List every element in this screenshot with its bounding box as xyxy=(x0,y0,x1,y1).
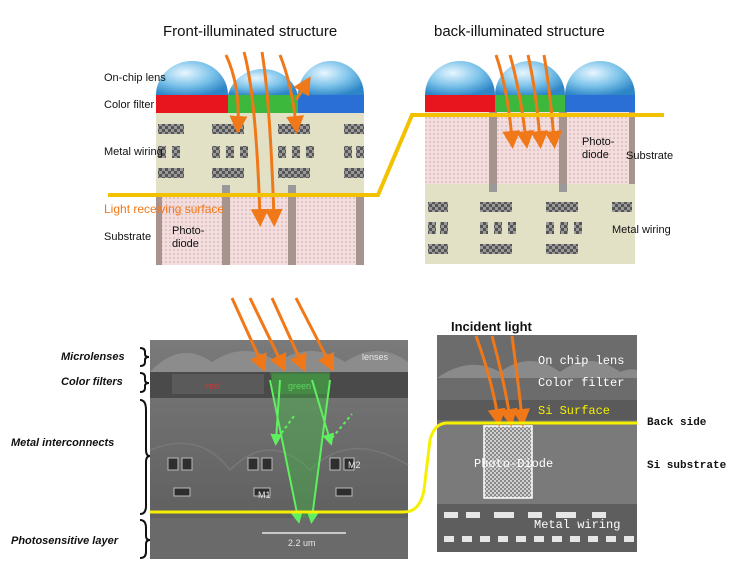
back-lens-3 xyxy=(565,61,635,95)
sem-back-label-metal-wiring: Metal wiring xyxy=(534,518,620,532)
bracket-photosensitive-layer xyxy=(139,519,151,559)
sem-green-dotted-rays xyxy=(277,413,353,439)
front-isolation xyxy=(356,195,364,265)
back-isolation xyxy=(559,112,567,184)
sem-label-scale: 2.2 um xyxy=(288,538,316,548)
back-via xyxy=(559,184,567,192)
back-metal-layer xyxy=(425,184,635,264)
sem-layer-contour xyxy=(149,442,409,472)
bracket-metal-interconnects xyxy=(139,399,151,515)
front-lens-2 xyxy=(228,68,298,95)
back-isolation xyxy=(489,112,497,184)
label-photosensitive-layer: Photosensitive layer xyxy=(11,535,119,547)
back-light-arrows xyxy=(494,54,563,149)
sem-photosensitive-layer xyxy=(150,518,408,559)
front-via xyxy=(288,185,296,195)
front-isolation xyxy=(222,195,230,265)
label-incident-light: Incident light xyxy=(451,319,533,334)
sem-back-photodiode xyxy=(483,425,533,499)
sem-back-incident-arrows xyxy=(474,335,531,427)
sem-back-label-lens: On chip lens xyxy=(538,354,624,368)
label-metal-wiring: Metal wiring xyxy=(104,146,163,158)
sem-green-light-cone xyxy=(270,372,330,518)
back-label-photodiode-2: diode xyxy=(582,149,609,161)
back-filter-red xyxy=(425,95,495,112)
label-back-side: Back side xyxy=(647,417,707,429)
back-title: back-illuminated structure xyxy=(434,23,605,40)
sem-front-incident-arrows xyxy=(230,297,335,373)
sem-metal-structures xyxy=(167,457,355,497)
label-photodiode-2: diode xyxy=(172,238,199,250)
sem-back-panel: On chip lens Color filter Si Surface Pho… xyxy=(437,335,637,552)
sem-front-labels: Microlenses Color filters Metal intercon… xyxy=(11,347,151,559)
sem-back-label-si-surface: Si Surface xyxy=(538,404,610,418)
front-filter-blue xyxy=(298,95,364,113)
front-isolation xyxy=(288,195,296,265)
front-isolation xyxy=(156,195,162,265)
sem-front-panel: lenses red green M2 M1 xyxy=(149,340,409,559)
front-filter-green xyxy=(228,95,298,113)
sem-green-rays xyxy=(269,379,335,524)
sem-back-filter-band xyxy=(437,400,637,420)
back-isolation xyxy=(629,112,635,184)
front-lens-3 xyxy=(298,61,364,95)
sem-label-green: green xyxy=(288,381,311,391)
label-si-substrate: Si substrate xyxy=(647,460,727,472)
si-surface-line xyxy=(150,421,637,514)
front-light-arrows xyxy=(224,51,311,227)
front-wiring-blocks xyxy=(158,124,364,178)
back-illuminated-diagram: back-illuminated structure Photo- diode … xyxy=(425,23,673,264)
back-label-photodiode-1: Photo- xyxy=(582,136,615,148)
bracket-microlenses xyxy=(139,347,150,367)
front-title: Front-illuminated structure xyxy=(163,23,337,40)
back-wiring-blocks xyxy=(428,202,632,254)
front-via xyxy=(222,185,230,195)
sem-back-label-photodiode: Photo-Diode xyxy=(474,457,553,471)
front-lens-1 xyxy=(156,61,228,95)
back-filter-green xyxy=(495,95,565,112)
sem-back-substrate xyxy=(437,424,637,504)
back-lens-1 xyxy=(425,61,495,95)
sem-label-m1: M1 xyxy=(258,490,271,500)
sem-back-label-filter: Color filter xyxy=(538,376,624,390)
back-label-substrate: Substrate xyxy=(626,150,673,162)
front-filter-red xyxy=(156,95,228,113)
label-microlenses: Microlenses xyxy=(61,351,125,363)
sem-label-lenses: lenses xyxy=(362,352,389,362)
sem-red-filter xyxy=(172,374,264,394)
label-metal-interconnects: Metal interconnects xyxy=(11,437,114,449)
sem-back-wiring xyxy=(444,512,634,542)
front-illuminated-diagram: Front-illuminated structure On xyxy=(104,23,364,265)
label-photodiode-1: Photo- xyxy=(172,225,205,237)
label-on-chip-lens: On-chip lens xyxy=(104,72,166,84)
back-label-metal-wiring: Metal wiring xyxy=(612,224,671,236)
bracket-color-filters xyxy=(139,372,150,393)
back-substrate xyxy=(425,112,635,184)
label-light-receiving-surface: Light receiving surface xyxy=(104,202,224,216)
light-receiving-surface-line xyxy=(108,113,664,197)
back-via xyxy=(489,184,497,192)
back-filter-blue xyxy=(565,95,635,112)
sem-label-red: red xyxy=(206,381,219,391)
sem-label-m2: M2 xyxy=(348,460,361,470)
label-color-filters: Color filters xyxy=(61,376,123,388)
label-color-filter: Color filter xyxy=(104,99,154,111)
label-substrate: Substrate xyxy=(104,231,151,243)
